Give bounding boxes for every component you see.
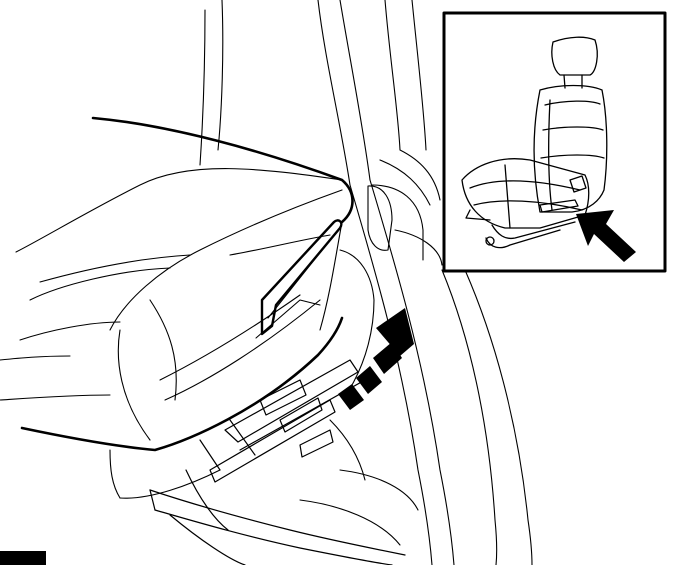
reference-badge	[0, 551, 46, 565]
seat-height-lever	[256, 220, 341, 338]
dashed-upward-arrow	[338, 308, 414, 410]
seat-cushion	[0, 118, 353, 498]
